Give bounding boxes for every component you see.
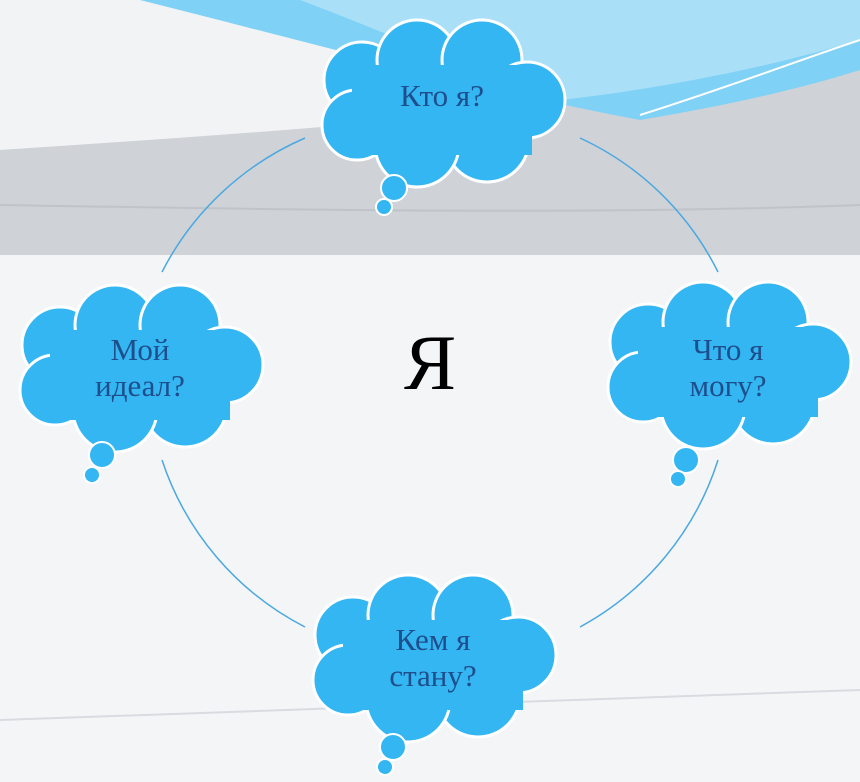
cloud-text-bottom: Кем я стану?	[323, 622, 543, 694]
cloud-text-bottom-line-2: стану?	[389, 658, 477, 693]
cloud-text-top-line-1: Кто я?	[400, 78, 484, 113]
blue-banner-light	[300, 0, 860, 100]
banner-highlight-line	[639, 39, 860, 116]
thought-cloud-bottom	[311, 573, 558, 776]
cloud-text-top: Кто я?	[332, 78, 552, 114]
cycle-arc-top-left	[161, 137, 306, 273]
cloud-text-right: Что я могу?	[618, 332, 838, 404]
thought-cloud-left	[18, 283, 265, 484]
cycle-arc-bottom-right	[579, 459, 719, 628]
thought-cloud-top	[320, 18, 567, 216]
cloud-text-right-line-1: Что я	[692, 332, 764, 367]
cycle-arc-bottom-left	[161, 459, 306, 628]
center-label: Я	[403, 319, 457, 406]
cloud-text-left-line-1: Мой	[110, 332, 170, 367]
band-swoosh-line	[0, 204, 860, 212]
cloud-text-left-line-2: идеал?	[95, 368, 185, 403]
thought-cloud-right	[606, 280, 853, 488]
cloud-text-right-line-2: могу?	[689, 368, 767, 403]
cloud-text-left: Мой идеал?	[30, 332, 250, 404]
cloud-text-bottom-line-1: Кем я	[395, 622, 471, 657]
cycle-arc-top-right	[579, 137, 719, 273]
